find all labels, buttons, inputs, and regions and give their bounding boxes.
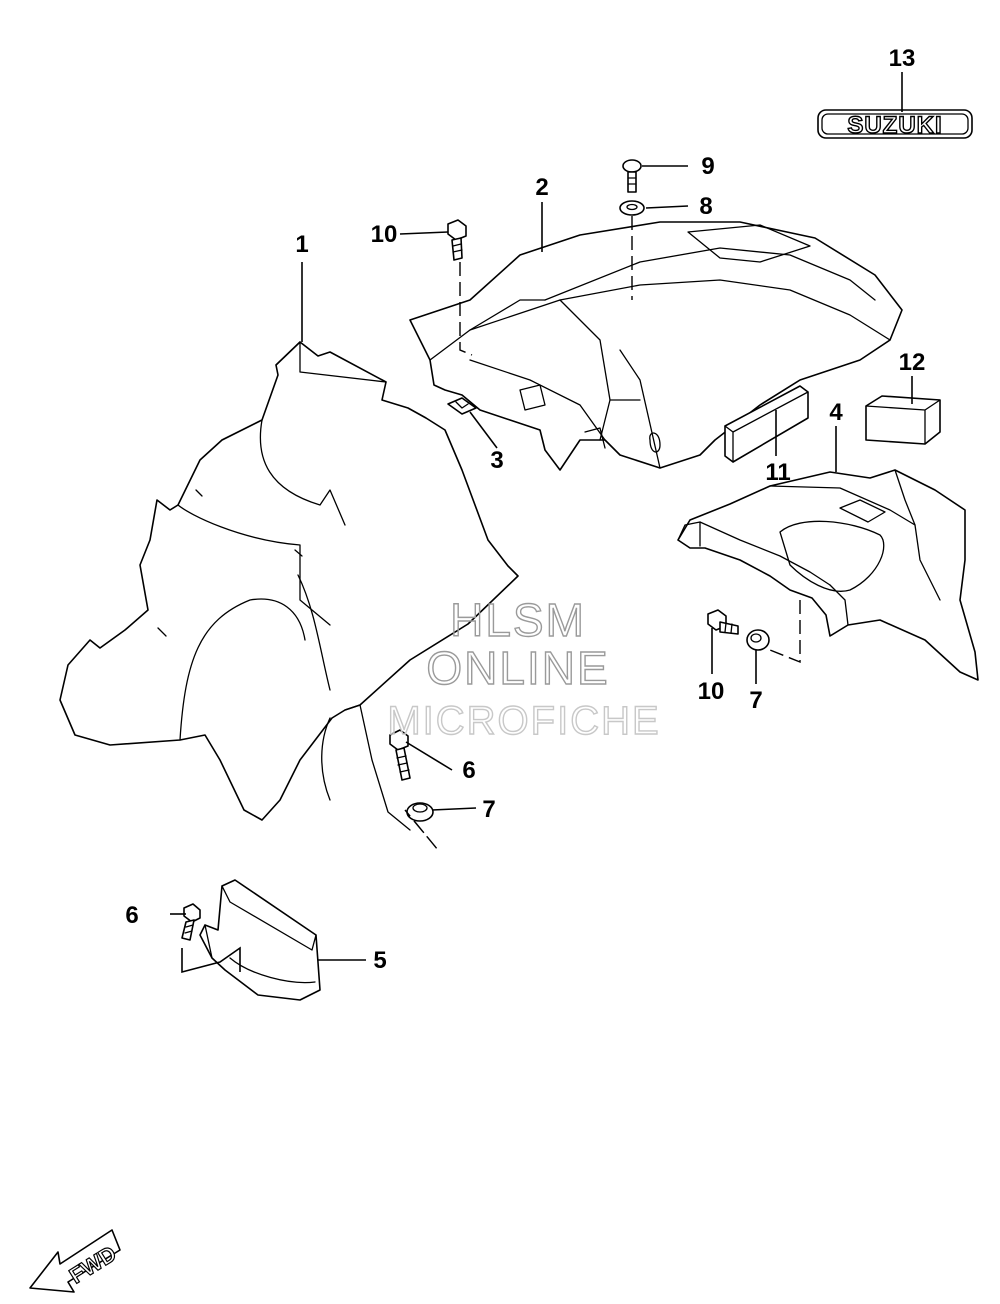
watermark-line-3: MICROFICHE <box>387 699 660 743</box>
callout-12: 12 <box>899 349 926 376</box>
part-9-screw <box>622 159 642 193</box>
watermark: HLSM ONLINE MICROFICHE <box>387 593 660 743</box>
callout-7-lower: 7 <box>749 687 762 714</box>
callout-2: 2 <box>535 174 548 201</box>
callout-4: 4 <box>829 399 843 426</box>
callout-3: 3 <box>490 447 503 474</box>
callout-10-lower: 10 <box>698 678 725 705</box>
part-4-rear-bracket <box>677 469 979 681</box>
part-1-front-fender <box>59 341 519 831</box>
part-2-rear-fender <box>409 221 903 471</box>
callout-6-upper: 6 <box>462 757 475 784</box>
fwd-arrow: FWD <box>29 1229 121 1293</box>
callout-numbers: 1 2 3 4 5 6 6 7 7 8 9 10 10 11 12 13 <box>125 45 925 974</box>
callout-10-upper: 10 <box>371 221 398 248</box>
part-10-bolt-upper <box>447 219 467 261</box>
callout-11: 11 <box>765 459 790 486</box>
part-7-grommet-lower <box>746 629 770 651</box>
part-8-washer <box>619 200 645 216</box>
part-11-pad <box>724 385 809 463</box>
part-6-bolt-lower <box>181 903 201 941</box>
watermark-line-1: HLSM <box>450 594 586 646</box>
callout-9: 9 <box>701 153 714 180</box>
part-7-grommet-upper <box>406 802 434 822</box>
leader-lines <box>170 72 913 961</box>
assembly-guides <box>181 216 801 974</box>
watermark-line-2: ONLINE <box>426 642 609 694</box>
part-5-mud-flap <box>199 879 321 1001</box>
badge-text: SUZUKI <box>847 112 942 139</box>
part-13-suzuki-emblem: SUZUKI <box>817 109 973 140</box>
part-6-bolt-upper <box>389 729 411 781</box>
part-3-clip <box>447 397 477 415</box>
callout-5: 5 <box>373 947 386 974</box>
callout-7-upper: 7 <box>482 796 495 823</box>
callout-6-lower: 6 <box>125 902 138 929</box>
part-10-bolt-lower <box>707 609 739 635</box>
part-12-block <box>865 395 941 445</box>
callout-8: 8 <box>699 193 712 220</box>
callout-1: 1 <box>295 231 308 258</box>
callout-13: 13 <box>889 45 916 72</box>
